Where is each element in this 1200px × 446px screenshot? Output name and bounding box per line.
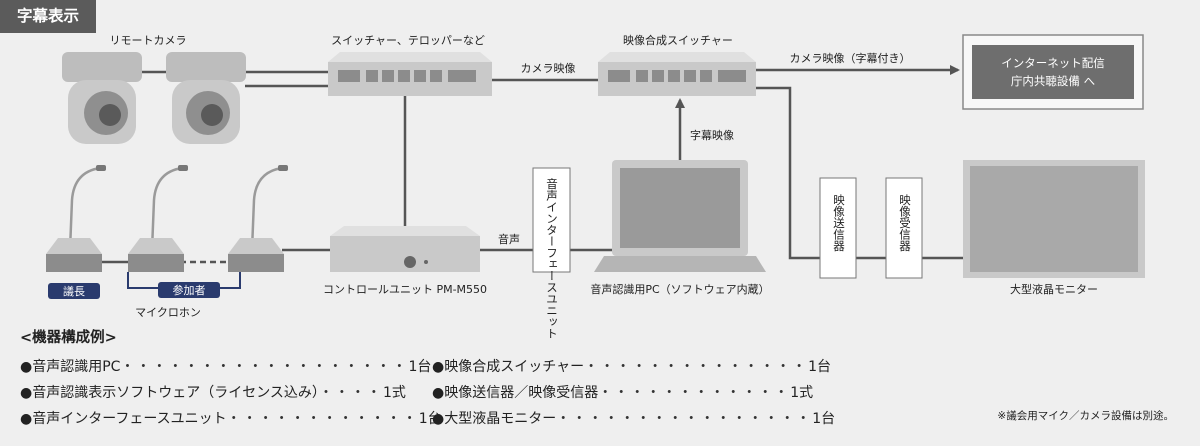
leader-dots: ・・・・・・・・・・・・・・・・: [556, 411, 813, 427]
transmitter-label: 映像送信器: [832, 194, 846, 252]
leader-dots: ・・・・・・・・・・・・: [226, 411, 419, 427]
internet-destination-box: [962, 34, 1144, 110]
microphone-chairman: [46, 165, 106, 272]
equipment-name: ●映像送信器／映像受信器: [432, 385, 599, 401]
equipment-item-right-1: ●映像合成スイッチャー・・・・・・・・・・・・・・1台: [432, 356, 831, 376]
cameras-label: リモートカメラ: [110, 34, 187, 47]
monitor-device: [963, 160, 1145, 278]
equipment-item-right-3: ●大型液晶モニター・・・・・・・・・・・・・・・・1台: [432, 408, 835, 428]
footnote: ※議会用マイク／カメラ設備は別途。: [997, 410, 1174, 422]
switcher-label: スイッチャー、テロッパーなど: [331, 34, 485, 47]
internet-label-line1: インターネット配信: [1001, 56, 1105, 70]
switcher-device: [328, 52, 492, 96]
receiver-box: [885, 177, 923, 279]
equipment-qty: 1台: [808, 359, 831, 375]
leader-dots: ・・・・・・・・・・・・・・・・・・: [120, 359, 409, 375]
microphones-label: マイクロホン: [135, 306, 201, 319]
equipment-name: ●音声認識用PC: [20, 359, 121, 375]
equipment-name: ●大型液晶モニター: [432, 411, 557, 427]
monitor-label: 大型液晶モニター: [1010, 282, 1098, 296]
chairman-badge: 議長: [48, 283, 100, 299]
microphone-participant-2: [228, 165, 288, 272]
leader-dots: ・・・・・・・・・・・・: [598, 385, 791, 401]
equipment-qty: 1式: [790, 385, 814, 401]
control-unit-device: [330, 226, 480, 272]
audio-label: 音声: [498, 232, 520, 246]
audio-interface-box: [532, 167, 571, 273]
equipment-qty: 1式: [382, 385, 406, 401]
internet-label-line2: 庁内共聴設備 へ: [1011, 74, 1095, 88]
participant-badge-label: 参加者: [173, 283, 206, 297]
equipment-name: ●音声インターフェースユニット: [20, 411, 227, 427]
compositor-device: [598, 52, 756, 96]
remote-camera-2: [166, 52, 246, 144]
compositor-label: 映像合成スイッチャー: [623, 33, 733, 47]
microphone-participant-1: [128, 165, 188, 272]
equipment-heading: <機器構成例>: [20, 330, 117, 346]
equipment-item-left-1: ●音声認識用PC・・・・・・・・・・・・・・・・・・1台: [20, 356, 431, 376]
pc-label: 音声認識用PC（ソフトウェア内蔵）: [590, 282, 769, 296]
leader-dots: ・・・・・・・・・・・・・・: [584, 359, 809, 375]
equipment-item-left-2: ●音声認識表示ソフトウェア（ライセンス込み）・・・・1式: [20, 382, 406, 402]
equipment-item-right-2: ●映像送信器／映像受信器・・・・・・・・・・・・1式: [432, 382, 813, 402]
equipment-item-left-3: ●音声インターフェースユニット・・・・・・・・・・・・1台: [20, 408, 442, 428]
equipment-name: ●音声認識表示ソフトウェア（ライセンス込み）: [20, 385, 319, 401]
equipment-qty: 1台: [812, 411, 836, 427]
audio-interface-label: 音声インターフェースユニット: [545, 178, 559, 339]
receiver-label: 映像受信器: [898, 194, 912, 252]
transmitter-box: [819, 177, 857, 279]
connection-lines: [96, 65, 963, 289]
system-diagram: リモートカメラ スイッチャー、テロッパーなど カメラ映像 映: [46, 33, 1145, 319]
leader-dots: ・・・・: [318, 385, 383, 401]
chairman-badge-label: 議長: [63, 284, 85, 298]
equipment-qty: 1台: [408, 359, 432, 375]
caption-video-label: 字幕映像: [690, 128, 734, 142]
control-unit-label: コントロールユニット PM-M550: [323, 283, 487, 296]
page-title: 字幕表示: [0, 0, 96, 33]
equipment-qty: 1台: [418, 411, 442, 427]
camera-video-label: カメラ映像: [521, 62, 576, 75]
pc-laptop: [594, 160, 766, 272]
compositor-to-transmitter-line: [755, 86, 820, 260]
camera-video-captioned-label: カメラ映像（字幕付き）: [790, 51, 911, 65]
remote-camera-1: [62, 52, 142, 144]
equipment-name: ●映像合成スイッチャー: [432, 359, 585, 375]
participant-badge: 参加者: [158, 282, 220, 298]
